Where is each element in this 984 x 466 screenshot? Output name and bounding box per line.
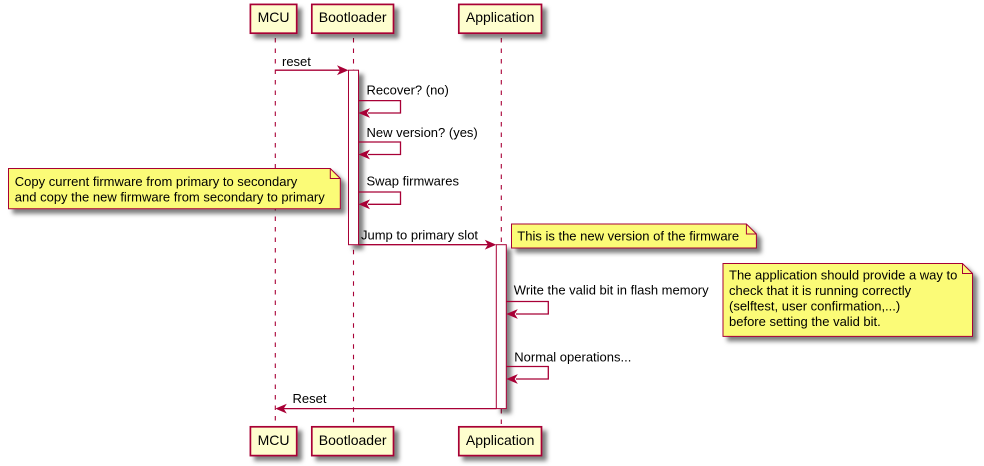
svg-text:Application: Application bbox=[466, 9, 535, 25]
svg-text:The application should provide: The application should provide a way to bbox=[729, 268, 957, 283]
svg-text:and copy the new firmware from: and copy the new firmware from secondary… bbox=[15, 189, 325, 204]
svg-text:Jump to primary slot: Jump to primary slot bbox=[361, 228, 478, 243]
svg-text:Reset: Reset bbox=[293, 391, 327, 406]
svg-text:Bootloader: Bootloader bbox=[319, 432, 387, 448]
svg-text:(selftest, user confirmation,.: (selftest, user confirmation,...) bbox=[729, 299, 900, 314]
svg-text:New version? (yes): New version? (yes) bbox=[367, 125, 478, 140]
svg-text:Write the valid bit in flash m: Write the valid bit in flash memory bbox=[514, 282, 709, 297]
svg-text:Copy current firmware from pri: Copy current firmware from primary to se… bbox=[15, 174, 298, 189]
svg-text:Swap firmwares: Swap firmwares bbox=[367, 173, 460, 188]
svg-text:reset: reset bbox=[282, 54, 311, 69]
svg-text:check that it is running corre: check that it is running correctly bbox=[729, 283, 912, 298]
svg-text:This is the new version of the: This is the new version of the firmware bbox=[517, 229, 739, 244]
svg-text:before setting the valid bit.: before setting the valid bit. bbox=[729, 314, 881, 329]
svg-text:MCU: MCU bbox=[258, 432, 290, 448]
svg-text:Bootloader: Bootloader bbox=[319, 9, 387, 25]
svg-text:Normal operations...: Normal operations... bbox=[514, 349, 631, 364]
svg-text:MCU: MCU bbox=[258, 9, 290, 25]
svg-text:Recover? (no): Recover? (no) bbox=[367, 82, 449, 97]
svg-text:Application: Application bbox=[466, 432, 535, 448]
